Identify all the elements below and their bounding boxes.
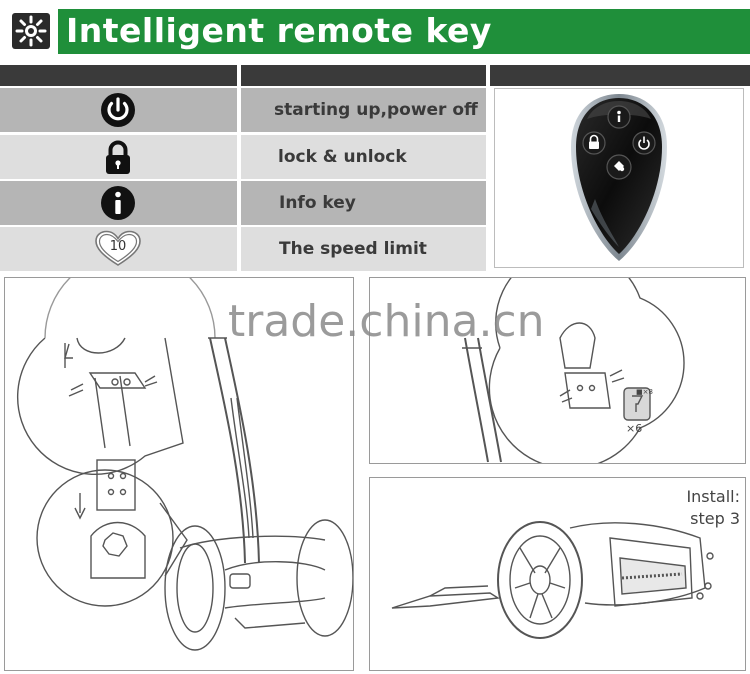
assembly-panel-step2 bbox=[369, 247, 746, 470]
key-label: The speed limit bbox=[279, 239, 427, 259]
sun-gear-icon bbox=[15, 15, 47, 47]
table-header-function bbox=[241, 65, 486, 86]
table-header-icon bbox=[0, 65, 237, 86]
assembly-panel-step3 bbox=[369, 477, 746, 671]
scooter-handlebar-illustration bbox=[17, 252, 354, 651]
screw-count-small: ■×8 bbox=[636, 388, 653, 396]
install-line2: step 3 bbox=[690, 509, 740, 528]
screw-count: ×6 bbox=[626, 422, 643, 435]
remote-photo bbox=[494, 88, 744, 268]
logo bbox=[12, 13, 50, 49]
table-row: 10 bbox=[0, 227, 237, 271]
scooter-base-illustration bbox=[391, 521, 714, 639]
install-step-label: Install: step 3 bbox=[670, 486, 740, 530]
lock-icon bbox=[98, 137, 138, 177]
key-label: lock & unlock bbox=[278, 147, 407, 167]
header: Intelligent remote key bbox=[0, 0, 750, 62]
table-row: Info key bbox=[241, 181, 486, 225]
remote-key-illustration bbox=[571, 94, 667, 261]
table-row bbox=[0, 88, 237, 132]
heart-speed-icon: 10 bbox=[92, 229, 144, 269]
table-row: The speed limit bbox=[241, 227, 486, 271]
table-row bbox=[0, 181, 237, 225]
table-row: lock & unlock bbox=[241, 135, 486, 179]
watermark: trade.china.cn bbox=[228, 296, 545, 347]
key-label: starting up,power off bbox=[274, 100, 478, 120]
table-row: starting up,power off bbox=[241, 88, 486, 132]
title-bar bbox=[58, 9, 750, 54]
assembly-panel-step1 bbox=[4, 252, 354, 671]
power-icon bbox=[98, 90, 138, 130]
key-label: Info key bbox=[279, 193, 356, 213]
page-title: Intelligent remote key bbox=[66, 11, 492, 50]
speed-limit-number: 10 bbox=[109, 239, 127, 254]
info-icon bbox=[98, 183, 138, 223]
install-line1: Install: bbox=[686, 487, 740, 506]
table-row bbox=[0, 135, 237, 179]
table-header-photo bbox=[490, 65, 750, 86]
